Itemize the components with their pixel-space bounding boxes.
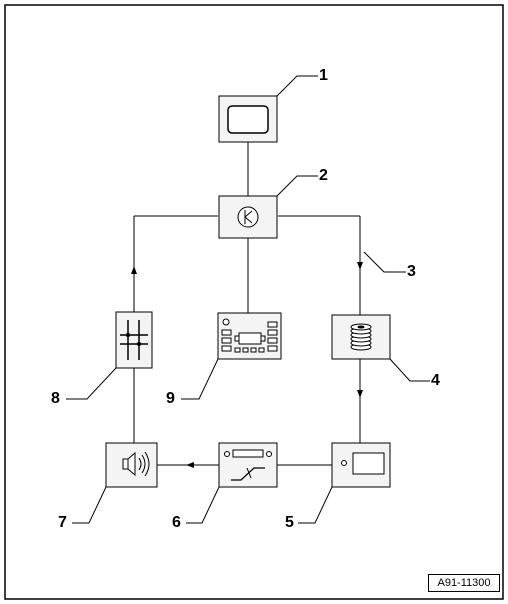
callout-5: 5 [285,514,294,531]
knob-icon [341,460,347,466]
callout-3: 3 [407,263,416,280]
control-unit-symbol-icon [237,206,259,228]
speaker-icon [122,451,150,477]
leader-3 [363,251,406,273]
arrows [131,262,363,468]
arrow-down-right-path-lower [357,390,363,398]
component-4-disc-stack [331,314,391,360]
leader-8 [66,367,117,400]
component-8-junction [115,311,153,369]
leader-4 [389,358,430,382]
callout-1: 1 [319,67,328,84]
leader-lines [66,75,430,524]
signal-ramp-icon [231,467,265,481]
leader-5 [298,486,333,524]
reference-code: A91-11300 [428,574,500,592]
arrow-down-right-path-upper [357,262,363,270]
leader-7 [72,486,107,524]
callout-8: 8 [51,390,60,407]
component-2-control-unit [218,195,278,239]
callout-9: 9 [166,390,175,407]
component-6-amplifier [218,442,278,488]
leader-2 [276,175,318,197]
callout-7: 7 [58,514,67,531]
component-5-radio-unit [331,442,391,488]
leader-1 [276,75,318,97]
callout-4: 4 [431,372,440,389]
callout-2: 2 [319,167,328,184]
component-9-control-panel [217,312,282,360]
outer-frame [4,4,504,600]
arrow-left-bottom-path [186,462,194,468]
small-screen-icon [352,452,385,475]
connection-lines [133,142,361,466]
leader-9 [181,358,219,400]
callout-6: 6 [172,514,181,531]
disc-stack-icon [350,323,372,351]
screen-icon [227,105,269,134]
component-7-loudspeaker [105,442,158,488]
component-1-display [218,95,278,143]
arrow-up-left-path [131,266,137,274]
leader-6 [186,486,220,524]
panel-buttons-icon [221,321,278,353]
junction-grid-icon [120,320,148,360]
